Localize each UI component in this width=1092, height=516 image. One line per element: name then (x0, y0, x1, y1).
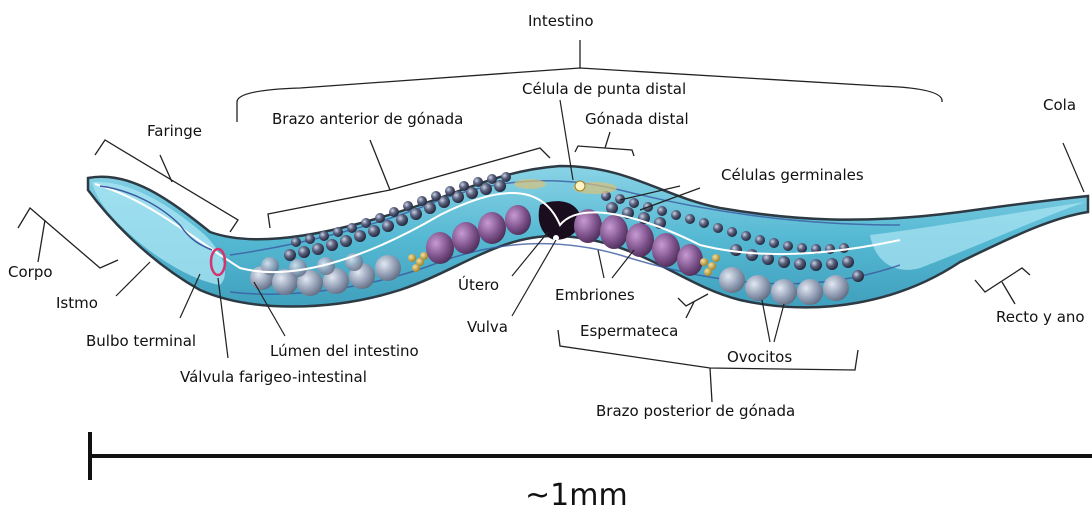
label-utero: Útero (458, 276, 499, 294)
label-cola: Cola (1043, 96, 1076, 114)
label-brazo-posterior: Brazo posterior de gónada (596, 402, 795, 420)
scale-label: ~1mm (525, 478, 628, 513)
label-faringe: Faringe (147, 122, 202, 140)
label-vulva: Vulva (467, 318, 508, 336)
label-ovocitos: Ovocitos (727, 348, 792, 366)
label-corpo: Corpo (8, 263, 53, 281)
label-intestino: Intestino (528, 12, 594, 30)
label-brazo-anterior: Brazo anterior de gónada (272, 110, 463, 128)
label-gonada-distal: Gónada distal (585, 110, 689, 128)
label-lumen-intestino: Lúmen del intestino (270, 342, 419, 360)
label-istmo: Istmo (56, 294, 98, 312)
scale-bar (90, 432, 1092, 480)
label-embriones: Embriones (555, 286, 635, 304)
label-bulbo-terminal: Bulbo terminal (86, 332, 196, 350)
label-celula-punta-distal: Célula de punta distal (522, 80, 686, 98)
label-recto-ano: Recto y ano (996, 308, 1085, 326)
label-celulas-germinales: Células germinales (721, 166, 864, 184)
label-valvula: Válvula farigeo-intestinal (180, 368, 367, 386)
label-espermateca: Espermateca (580, 322, 678, 340)
